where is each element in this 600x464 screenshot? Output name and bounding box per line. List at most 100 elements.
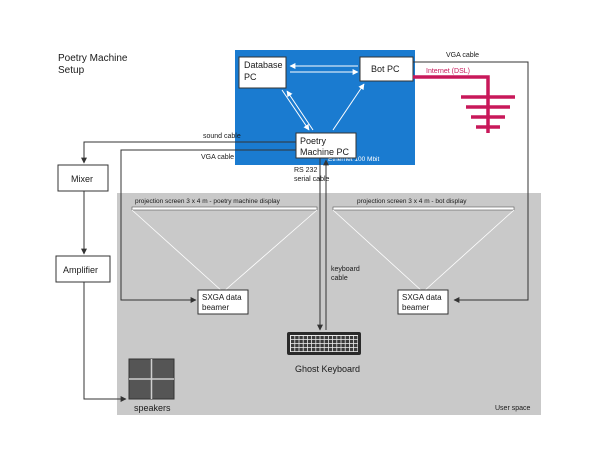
keyboard-key (328, 336, 333, 340)
keyboard-key (303, 336, 307, 340)
rs232-label-2: serial cable (294, 176, 330, 183)
arrow-icon (281, 89, 310, 131)
vga-cable-right (413, 61, 529, 303)
keyboard-key (324, 336, 328, 340)
keyboard-key (291, 336, 295, 340)
keyboard-key (320, 340, 324, 344)
keyboard-key (328, 340, 333, 344)
amplifier-to-speakers (83, 282, 127, 402)
keyboard-key (291, 348, 295, 352)
keyboard-key (316, 336, 320, 340)
beamer-left-box (197, 289, 249, 315)
amplifier-label: Amplifier (63, 265, 98, 275)
keyboard-key (291, 344, 295, 348)
keyboard-key (341, 344, 345, 348)
keyboard-key (345, 340, 349, 344)
keyboard-key (328, 348, 333, 352)
keyboard-key (291, 340, 295, 344)
keyboard-key (345, 344, 349, 348)
keyboard-key (341, 340, 345, 344)
projection-screen-left (131, 206, 318, 211)
keyboard-key (316, 340, 320, 344)
user-space-label: User space (495, 405, 531, 412)
keyboard-key (307, 344, 312, 348)
mixer-label: Mixer (71, 174, 93, 184)
keyboard-key (324, 340, 328, 344)
rs232-label-1: RS 232 (294, 167, 317, 174)
keyboard-icon (287, 332, 361, 355)
user-space-area (117, 193, 541, 415)
poetry-machine-pc-box (295, 132, 357, 159)
keyboard-key (349, 348, 354, 352)
ethernet-label: Ethernet 100 Mbit (328, 156, 380, 163)
keyboard-key (354, 340, 358, 344)
internet-label: Internet (DSL) (426, 68, 470, 75)
projection-beam-right-b (422, 209, 515, 293)
keyboard-key (324, 344, 328, 348)
keyboard-key (320, 344, 324, 348)
keyboard-key (345, 348, 349, 352)
database-pc-box (238, 56, 287, 89)
poetry-pc-label-1: Poetry (300, 136, 327, 146)
keyboard-key (312, 348, 316, 352)
keyboard-key (295, 340, 299, 344)
keyboard-key (312, 344, 316, 348)
keyboard-key (299, 344, 303, 348)
title-line-2: Setup (58, 65, 85, 76)
projection-beam-left-a (131, 209, 224, 293)
keyboard-key (303, 344, 307, 348)
keyboard-key (299, 348, 303, 352)
mixer-box (57, 164, 109, 192)
keyboard-key (349, 344, 354, 348)
keyboard-key (299, 336, 303, 340)
keyboard-key (341, 348, 345, 352)
keyboard-key (295, 336, 299, 340)
screen-right-label: projection screen 3 x 4 m - bot display (357, 198, 467, 205)
keyboard-key (303, 348, 307, 352)
antenna-icon (461, 95, 515, 129)
sound-cable (81, 141, 296, 164)
keyboard-key (295, 344, 299, 348)
keyboard-key (312, 340, 316, 344)
keyboard-key (303, 340, 307, 344)
keyboard-key (316, 344, 320, 348)
keyboard-key (337, 336, 341, 340)
internet-dsl-line (413, 75, 490, 133)
keyboard-key (337, 344, 341, 348)
database-pc-label-1: Database (244, 60, 283, 70)
keyboard-key (316, 348, 320, 352)
keyboard-key (307, 348, 312, 352)
speakers-label: speakers (134, 403, 171, 413)
vga-cable-top-label: VGA cable (446, 52, 479, 59)
keyboard-key (345, 336, 349, 340)
keyboard-key (299, 340, 303, 344)
keyboard-key (333, 336, 337, 340)
amplifier-box (55, 255, 111, 283)
keyboard-key (307, 336, 312, 340)
bot-pc-box (359, 56, 414, 82)
screen-left-label: projection screen 3 x 4 m - poetry machi… (135, 198, 281, 205)
keyboard-key (354, 344, 358, 348)
keyboard-key (337, 340, 341, 344)
keyboard-key (349, 340, 354, 344)
keyboard-key (341, 336, 345, 340)
keyboard-key (349, 336, 354, 340)
speaker-grid-icon (128, 358, 175, 400)
beamer-right-label-1: SXGA data (402, 293, 442, 302)
keyboard-key (354, 336, 358, 340)
keyboard-cable-label-1: keyboard (331, 266, 360, 273)
keyboard-key (312, 336, 316, 340)
keyboard-key (333, 344, 337, 348)
keyboard-key (307, 340, 312, 344)
beamer-left-label-1: SXGA data (202, 293, 242, 302)
projection-beam-right-a (332, 209, 424, 293)
keyboard-key (295, 348, 299, 352)
arrow-icon (332, 83, 365, 131)
title-line-1: Poetry Machine (58, 53, 128, 64)
keyboard-key (354, 348, 358, 352)
keyboard-key (337, 348, 341, 352)
arrow-icon (286, 90, 314, 131)
keyboard-key (320, 336, 324, 340)
sound-cable-label: sound cable (203, 133, 241, 140)
